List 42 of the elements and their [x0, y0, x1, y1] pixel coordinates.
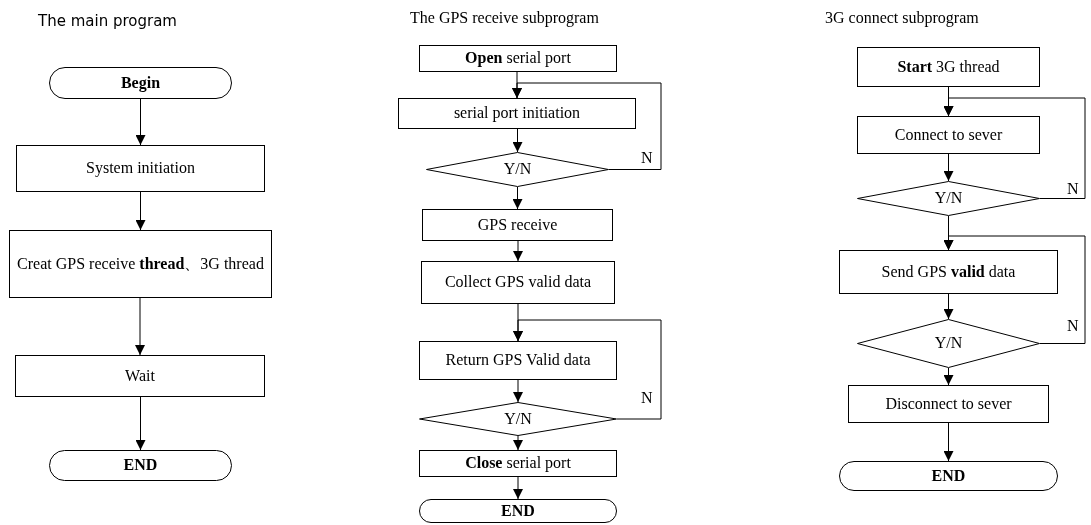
decision-diamond: Y/N	[857, 319, 1040, 368]
process-box: System initiation	[16, 145, 265, 192]
arrow	[135, 191, 146, 231]
edge-label: N	[640, 390, 654, 406]
process-box: Connect to sever	[857, 116, 1040, 154]
arrow	[513, 476, 523, 500]
decision-diamond: Y/N	[857, 181, 1040, 216]
process-box: Return GPS Valid data	[419, 341, 617, 380]
process-box: Wait	[15, 355, 265, 397]
decision-diamond: Y/N	[419, 402, 617, 436]
section-heading: The main program	[38, 12, 177, 30]
arrow	[135, 297, 145, 356]
arrow	[513, 435, 523, 451]
process-box: serial port initiation	[398, 98, 636, 129]
arrow	[512, 82, 662, 170]
process-box: Send GPS valid data	[839, 250, 1058, 294]
process-box: Creat GPS receive thread、3G thread	[9, 230, 272, 298]
edge-label: N	[1066, 181, 1080, 197]
arrow	[943, 153, 954, 182]
process-box: Disconnect to sever	[848, 385, 1049, 423]
arrow	[135, 396, 146, 451]
edge-label: N	[640, 150, 654, 166]
process-box: Collect GPS valid data	[421, 261, 615, 304]
arrow	[513, 319, 662, 420]
edge-label: N	[1066, 318, 1080, 334]
arrow	[943, 97, 1086, 199]
arrow	[135, 98, 146, 146]
arrow	[512, 186, 523, 210]
process-box: Close serial port	[419, 450, 617, 477]
section-heading: 3G connect subprogram	[825, 9, 979, 27]
decision-diamond: Y/N	[426, 152, 609, 187]
arrow	[943, 293, 954, 320]
process-box: GPS receive	[422, 209, 613, 241]
arrow	[513, 379, 523, 403]
arrow	[943, 422, 954, 462]
process-box: Start 3G thread	[857, 47, 1040, 87]
section-heading: The GPS receive subprogram	[410, 9, 599, 27]
arrow	[512, 128, 523, 153]
arrow	[943, 367, 954, 386]
arrow	[513, 240, 523, 262]
arrow	[943, 235, 1086, 344]
process-box: Open serial port	[419, 45, 617, 72]
